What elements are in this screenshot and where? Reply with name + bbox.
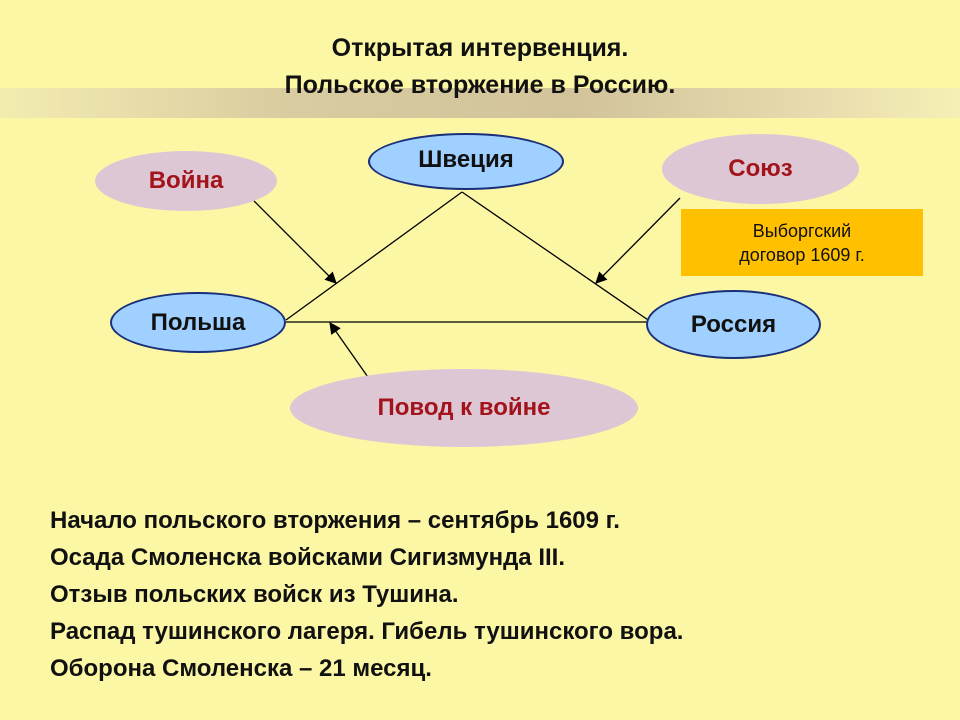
line-poland-sweden [285,191,463,321]
node-russia: Россия [646,290,821,359]
fact-item: Начало польского вторжения – сентябрь 16… [50,507,620,534]
title-line-2: Польское вторжение в Россию. [284,71,676,99]
line-sweden-russia [461,191,652,323]
facts-list: Начало польского вторжения – сентябрь 16… [50,502,683,687]
node-poland: Польша [110,292,286,353]
arrow-pretext [329,322,371,381]
node-war: Война [95,151,277,211]
node-poland-label: Польша [150,308,246,336]
fact-item: Оборона Смоленска – 21 месяц. [50,655,432,682]
fact-item: Отзыв польских войск из Тушина. [50,581,459,608]
title-line-1: Открытая интервенция. [331,34,629,62]
node-alliance-label: Союз [728,155,793,182]
node-alliance: Союз [662,134,859,204]
node-sweden-label: Швеция [418,145,514,173]
node-russia-label: Россия [690,310,777,338]
node-pretext-label: Повод к войне [377,394,551,421]
treaty-line-1: Выборгский [752,220,852,241]
arrow-alliance [595,197,681,284]
fact-item: Осада Смоленска войсками Сигизмунда III. [50,544,565,571]
arrow-war [253,200,337,284]
node-sweden: Швеция [368,133,564,190]
title-band [0,88,960,118]
fact-item: Распад тушинского лагеря. Гибель тушинск… [50,618,684,645]
node-war-label: Война [148,167,224,194]
node-pretext: Повод к войне [290,369,638,447]
treaty-line-2: договор 1609 г. [739,244,865,265]
treaty-box: Выборгский договор 1609 г. [681,209,923,276]
